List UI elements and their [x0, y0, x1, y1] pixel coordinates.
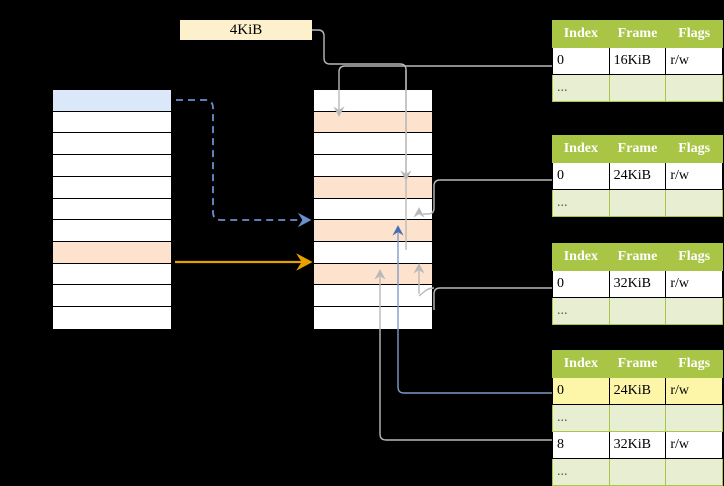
physical-frame-cell-4 — [314, 176, 432, 199]
cell-flags: r/w — [665, 431, 723, 459]
table-row: ... — [552, 189, 723, 217]
column-header-flags: Flags — [665, 350, 723, 378]
physical-memory-column — [313, 89, 433, 330]
cell-flags: r/w — [665, 377, 723, 405]
virtual-page-cell-8 — [53, 263, 171, 286]
cell-frame — [608, 458, 667, 486]
virtual-page-cell-3 — [53, 155, 171, 177]
physical-frame-cell-2 — [314, 133, 432, 156]
column-header-frame: Frame — [608, 243, 667, 271]
cell-index: ... — [552, 404, 610, 432]
cell-frame — [608, 297, 667, 325]
virtual-page-cell-10 — [53, 307, 171, 329]
column-header-index: Index — [552, 20, 610, 48]
virtual-page-cell-7 — [53, 242, 171, 264]
column-header-frame: Frame — [608, 135, 667, 163]
cell-index: 0 — [552, 377, 610, 405]
physical-frame-cell-10 — [314, 307, 432, 329]
cell-index: ... — [552, 458, 610, 486]
physical-frame-cell-7 — [314, 242, 432, 264]
virtual-page-cell-2 — [53, 133, 171, 156]
virtual-page-cell-1 — [53, 111, 171, 134]
column-header-flags: Flags — [665, 135, 723, 163]
cell-frame — [608, 74, 667, 102]
cell-frame: 24KiB — [608, 377, 667, 405]
table-row: ... — [552, 297, 723, 325]
physical-frame-cell-1 — [314, 111, 432, 134]
cell-frame — [608, 404, 667, 432]
cell-flags: r/w — [665, 162, 723, 190]
wire-table3-to-physical — [413, 263, 552, 310]
column-header-frame: Frame — [608, 350, 667, 378]
table-row: ... — [552, 74, 723, 102]
cell-frame: 16KiB — [608, 47, 667, 75]
cell-index: 0 — [552, 270, 610, 298]
physical-frame-cell-3 — [314, 155, 432, 177]
cell-index: ... — [552, 297, 610, 325]
virtual-page-cell-6 — [53, 220, 171, 243]
cell-index: 0 — [552, 162, 610, 190]
column-header-flags: Flags — [665, 20, 723, 48]
virtual-address-space-column — [52, 89, 172, 330]
virtual-page-cell-5 — [53, 198, 171, 221]
table-row: ... — [552, 404, 723, 432]
cell-index: 8 — [552, 431, 610, 459]
column-header-flags: Flags — [665, 243, 723, 271]
cell-flags — [665, 74, 723, 102]
cell-frame — [608, 189, 667, 217]
physical-frame-cell-6 — [314, 220, 432, 243]
cell-flags — [665, 458, 723, 486]
virtual-page-cell-0 — [53, 90, 171, 112]
physical-frame-cell-0 — [314, 90, 432, 112]
wire-virtual-page-to-physical-dashed — [176, 99, 312, 228]
cell-flags — [665, 189, 723, 217]
physical-frame-cell-9 — [314, 285, 432, 308]
physical-frame-cell-8 — [314, 263, 432, 286]
cell-flags: r/w — [665, 47, 723, 75]
virtual-page-cell-9 — [53, 285, 171, 308]
cell-flags — [665, 404, 723, 432]
cell-index: ... — [552, 189, 610, 217]
column-header-index: Index — [552, 243, 610, 271]
cell-frame: 32KiB — [608, 270, 667, 298]
physical-frame-cell-5 — [314, 198, 432, 221]
cell-frame: 24KiB — [608, 162, 667, 190]
column-header-index: Index — [552, 350, 610, 378]
cell-index: 0 — [552, 47, 610, 75]
cell-index: ... — [552, 74, 610, 102]
cell-flags — [665, 297, 723, 325]
cell-frame: 32KiB — [608, 431, 667, 459]
page-size-label: 4KiB — [180, 20, 312, 40]
table-row: ... — [552, 458, 723, 486]
virtual-page-cell-4 — [53, 176, 171, 199]
column-header-frame: Frame — [608, 20, 667, 48]
column-header-index: Index — [552, 135, 610, 163]
cell-flags: r/w — [665, 270, 723, 298]
